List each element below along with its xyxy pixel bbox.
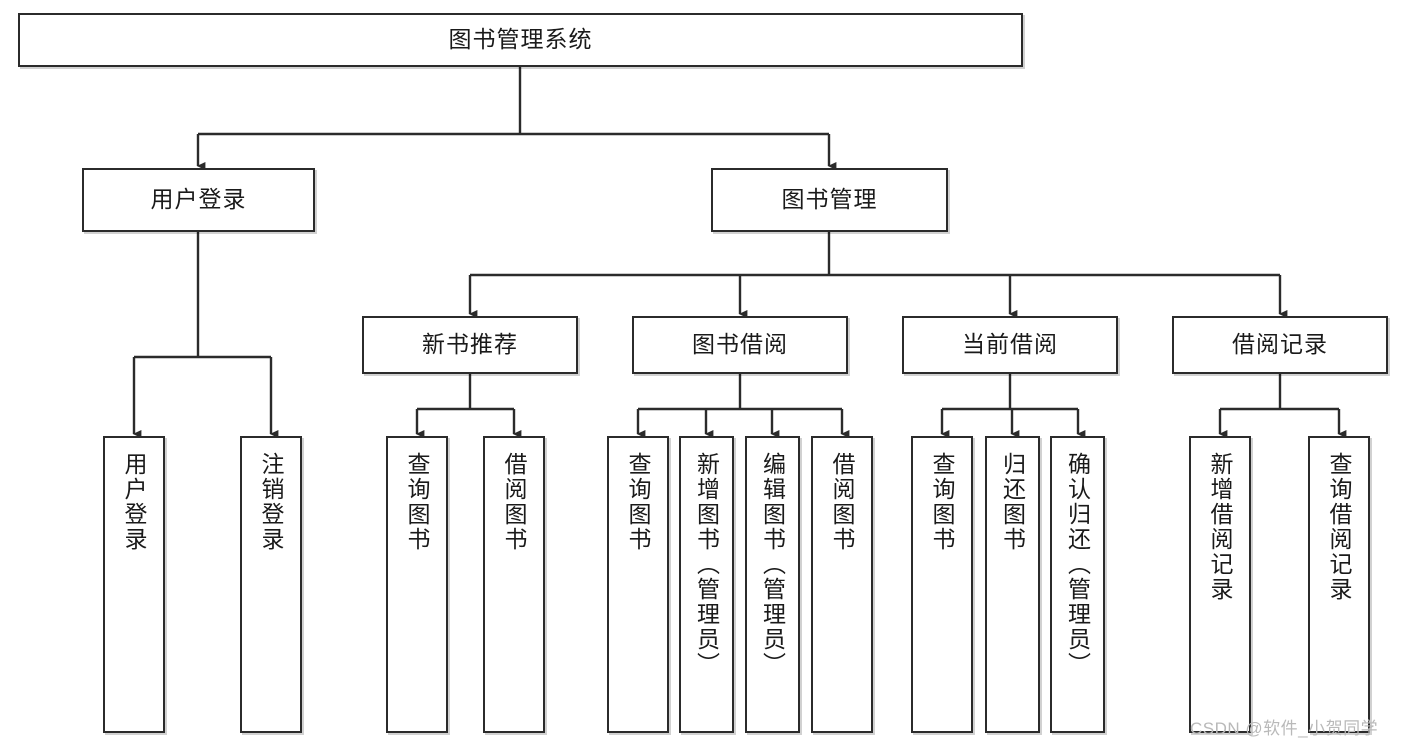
node-label: 借阅记录 (1232, 331, 1328, 358)
leaf-node-用户登录-0[interactable]: 用户登录 (103, 436, 165, 733)
node-label: 查询图书 (404, 452, 431, 552)
node-label: 确认归还（管理员） (1064, 452, 1091, 677)
node-label: 图书管理系统 (448, 26, 593, 53)
module-node-用户登录-0[interactable]: 用户登录 (82, 168, 315, 232)
leaf-node-新增图书管理员-5[interactable]: 新增图书（管理员） (679, 436, 734, 733)
node-label: 借阅图书 (501, 452, 528, 552)
node-label: 查询图书 (929, 452, 956, 552)
node-label: 新书推荐 (422, 331, 518, 358)
leaf-node-借阅图书-7[interactable]: 借阅图书 (811, 436, 873, 733)
node-label: 借阅图书 (829, 452, 856, 552)
leaf-node-编辑图书管理员-6[interactable]: 编辑图书（管理员） (745, 436, 800, 733)
root-node-图书管理系统[interactable]: 图书管理系统 (18, 13, 1023, 67)
connector-lines (132, 67, 1347, 438)
node-label: 图书借阅 (692, 331, 788, 358)
leaf-node-查询图书-2[interactable]: 查询图书 (386, 436, 448, 733)
submodule-node-当前借阅-2[interactable]: 当前借阅 (902, 316, 1118, 374)
leaf-node-查询图书-4[interactable]: 查询图书 (607, 436, 669, 733)
submodule-node-借阅记录-3[interactable]: 借阅记录 (1172, 316, 1388, 374)
watermark-text: CSDN @软件_小贺同学 (1190, 719, 1379, 738)
node-label: 新增借阅记录 (1207, 452, 1234, 602)
leaf-node-注销登录-1[interactable]: 注销登录 (240, 436, 302, 733)
node-label: 查询借阅记录 (1326, 452, 1353, 602)
leaf-node-归还图书-9[interactable]: 归还图书 (985, 436, 1040, 733)
leaf-node-确认归还管理员-10[interactable]: 确认归还（管理员） (1050, 436, 1105, 733)
node-label: 注销登录 (258, 452, 285, 552)
leaf-node-借阅图书-3[interactable]: 借阅图书 (483, 436, 545, 733)
node-label: 新增图书（管理员） (693, 452, 720, 677)
node-label: 用户登录 (121, 452, 148, 552)
leaf-node-查询图书-8[interactable]: 查询图书 (911, 436, 973, 733)
leaf-node-查询借阅记录-12[interactable]: 查询借阅记录 (1308, 436, 1370, 733)
node-label: 编辑图书（管理员） (759, 452, 786, 677)
module-node-图书管理-1[interactable]: 图书管理 (711, 168, 948, 232)
node-label: 查询图书 (625, 452, 652, 552)
leaf-node-新增借阅记录-11[interactable]: 新增借阅记录 (1189, 436, 1251, 733)
submodule-node-图书借阅-1[interactable]: 图书借阅 (632, 316, 848, 374)
node-label: 图书管理 (781, 186, 878, 213)
node-label: 当前借阅 (962, 331, 1058, 358)
submodule-node-新书推荐-0[interactable]: 新书推荐 (362, 316, 578, 374)
node-label: 用户登录 (150, 186, 247, 213)
node-label: 归还图书 (999, 452, 1026, 552)
